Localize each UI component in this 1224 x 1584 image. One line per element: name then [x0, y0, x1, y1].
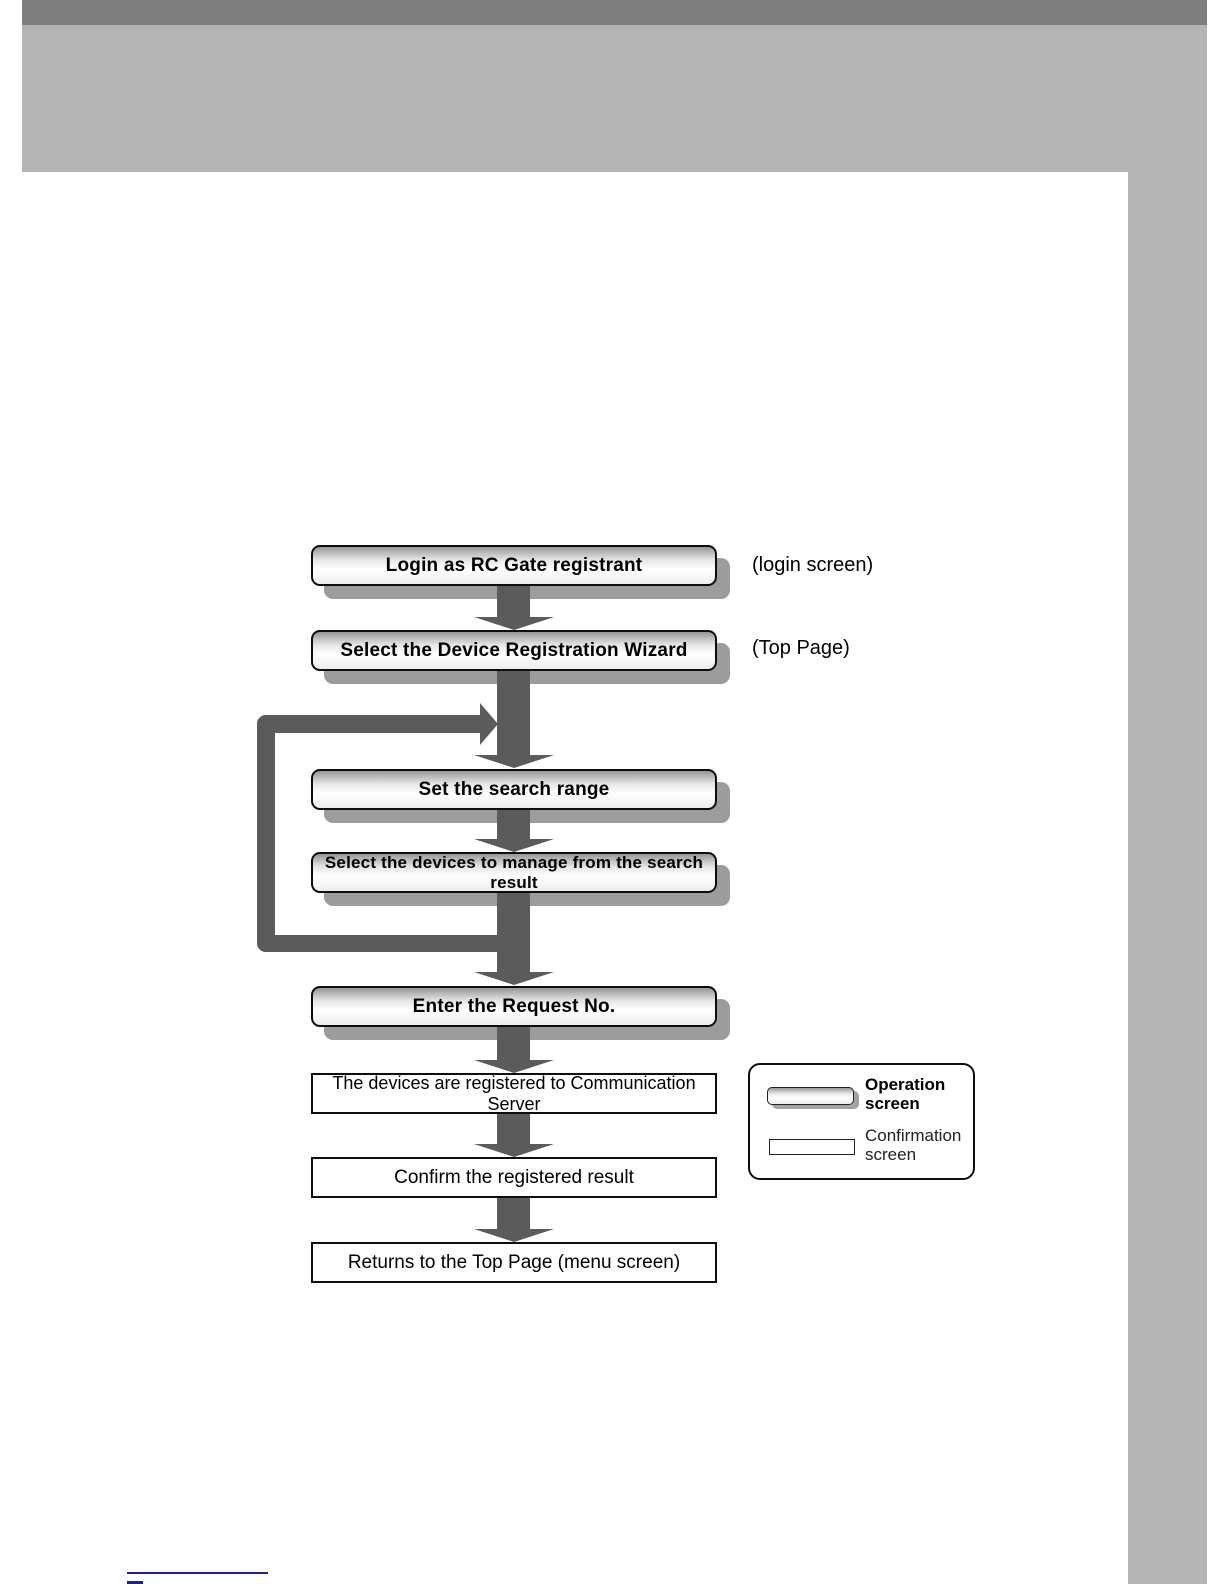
loop-arrow-bottom-segment: [257, 935, 515, 952]
flow-step-select-devices: Select the devices to manage from the se…: [311, 852, 717, 893]
footnote-text-fragment: [127, 1581, 143, 1584]
flow-step-search-range-label: Set the search range: [418, 778, 610, 800]
legend-operation-sample-icon: [767, 1087, 854, 1105]
page-side-column: [1128, 172, 1207, 1584]
flow-arrow-6-shaft: [497, 1114, 530, 1144]
flow-arrow-2-shaft: [497, 671, 530, 755]
flow-arrow-3-shaft: [497, 810, 530, 839]
flow-arrow-4-head-icon: [474, 972, 554, 985]
loop-arrow-left-segment: [257, 715, 275, 952]
flow-arrow-2-head-icon: [474, 755, 554, 768]
annotation-top-page: (Top Page): [752, 637, 850, 659]
flow-arrow-1-head-icon: [474, 617, 554, 630]
flow-arrow-6-head-icon: [474, 1144, 554, 1157]
flow-step-select-devices-label: Select the devices to manage from the se…: [324, 852, 704, 892]
annotation-login-screen: (login screen): [752, 554, 874, 576]
flow-step-confirm-result-label: Confirm the registered result: [394, 1166, 634, 1188]
footnote-rule: [127, 1572, 268, 1574]
flow-step-wizard: Select the Device Registration Wizard: [311, 630, 717, 671]
loop-arrowhead-icon: [480, 703, 498, 745]
flow-arrow-5-head-icon: [474, 1060, 554, 1073]
flow-arrow-3-head-icon: [474, 839, 554, 852]
flow-step-confirm-result: Confirm the registered result: [311, 1157, 717, 1198]
loop-arrow-top-segment: [257, 715, 480, 733]
flow-step-wizard-label: Select the Device Registration Wizard: [340, 639, 688, 661]
flow-step-search-range: Set the search range: [311, 769, 717, 810]
flow-step-login: Login as RC Gate registrant: [311, 545, 717, 586]
legend-confirmation-label: Confirmation screen: [865, 1126, 962, 1164]
legend-operation-label: Operation screen: [865, 1075, 946, 1113]
flow-arrow-7-head-icon: [474, 1229, 554, 1242]
flow-step-registered-label: The devices are registered to Communicat…: [332, 1072, 696, 1114]
legend-confirmation-sample-icon: [769, 1139, 855, 1155]
flow-arrow-1-shaft: [497, 586, 530, 617]
page-top-bar: [22, 0, 1207, 25]
flow-step-login-label: Login as RC Gate registrant: [385, 554, 643, 576]
legend-box: Operation screen Confirmation screen: [748, 1063, 975, 1180]
flow-step-registered: The devices are registered to Communicat…: [311, 1073, 717, 1114]
chapter-header-block: [22, 25, 1207, 172]
flow-arrow-7-shaft: [497, 1198, 530, 1229]
flow-step-return-top: Returns to the Top Page (menu screen): [311, 1242, 717, 1283]
flow-arrow-5-shaft: [497, 1027, 530, 1060]
flow-arrow-4-shaft: [497, 893, 530, 973]
flow-step-request-no-label: Enter the Request No.: [412, 995, 616, 1017]
flow-step-request-no: Enter the Request No.: [311, 986, 717, 1027]
flow-step-return-top-label: Returns to the Top Page (menu screen): [347, 1251, 681, 1273]
